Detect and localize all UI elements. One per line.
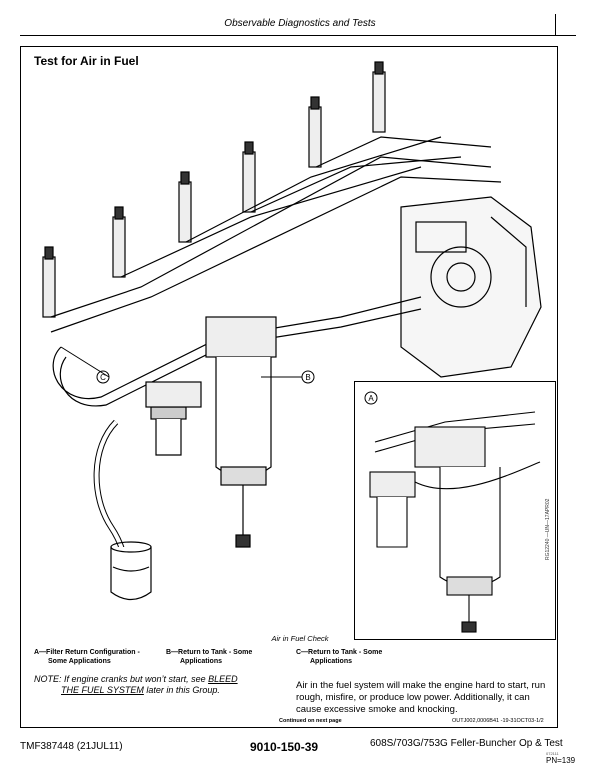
engine-fuel-system-illustration: C B — [42, 61, 542, 601]
inset-filter-return-configuration — [354, 381, 556, 640]
bleed-fuel-system-link-cont[interactable]: THE FUEL SYSTEM — [61, 685, 144, 695]
figure-frame — [20, 46, 558, 728]
footer-small-code: 072111 — [546, 751, 559, 756]
document-id: OUTJ002,0006B41 -19-31OCT03-1/2 — [452, 718, 544, 724]
footer-pn: PN=139 — [546, 756, 576, 765]
legend-item-a: A—Filter Return Configuration - Some App… — [34, 649, 140, 665]
callout-a: A — [364, 391, 378, 405]
body-paragraph: Air in the fuel system will make the eng… — [296, 680, 546, 715]
callout-a-label: A — [368, 394, 374, 403]
injector-icon — [42, 61, 386, 318]
legend-item-b: B—Return to Tank - Some Applications — [166, 649, 253, 665]
note: NOTE: If engine cranks but won’t start, … — [34, 674, 238, 695]
inset-illustration — [369, 411, 541, 633]
footer-product: 608S/703G/753G Feller-Buncher Op & Test — [370, 738, 563, 749]
callout-c-label: C — [100, 373, 106, 382]
figure-caption: Air in Fuel Check — [271, 634, 329, 643]
continued-label: Continued on next page — [279, 718, 342, 724]
footer-page-number: 9010-150-39 — [250, 740, 319, 754]
figure-id: RG12240 —UN—17APR02 — [545, 498, 551, 560]
running-header: Observable Diagnostics and Tests — [224, 18, 376, 29]
section-title: Test for Air in Fuel — [34, 54, 139, 68]
header-rule-tick — [555, 14, 556, 35]
header-rule — [20, 35, 576, 36]
bleed-fuel-system-link[interactable]: BLEED — [208, 674, 238, 684]
callout-b-label: B — [305, 373, 310, 382]
legend-item-c: C—Return to Tank - Some Applications — [296, 649, 383, 665]
footer-manual-id: TMF387448 (21JUL11) — [20, 741, 123, 752]
